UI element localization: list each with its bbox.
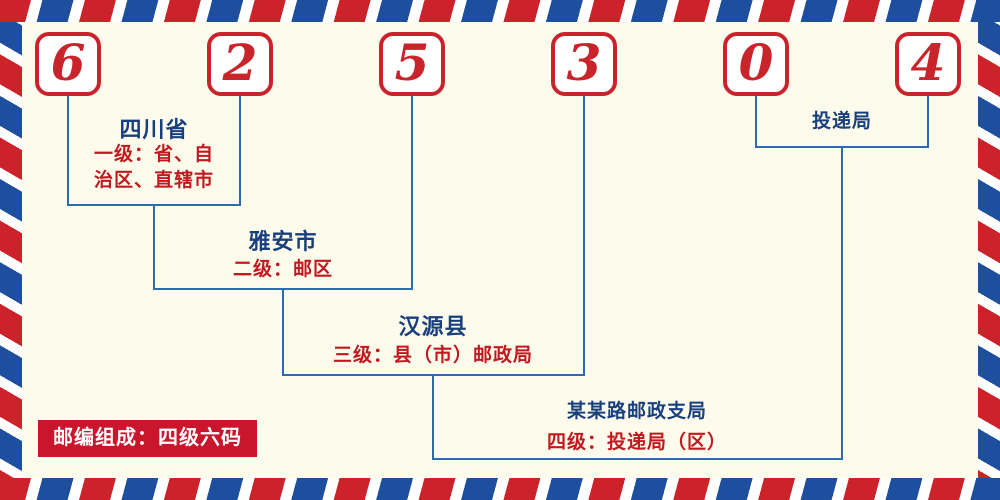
digit-3: 5 — [394, 33, 430, 92]
digit-box-4: 3 — [551, 32, 617, 96]
level3-desc: 三级：县（市）邮政局 — [332, 345, 533, 366]
digit-box-5: 0 — [723, 32, 789, 96]
digit-box-3: 5 — [379, 32, 445, 96]
connector-level4-drop-vertical — [432, 374, 434, 460]
digit-box-2: 2 — [207, 32, 273, 96]
composition-badge: 邮编组成：四级六码 — [38, 420, 257, 457]
level2-place-label: 雅安市 — [248, 229, 318, 254]
connector-level4-horizontal — [432, 458, 843, 460]
digit-box-6: 4 — [895, 32, 961, 96]
level1-place-label: 四川省 — [119, 117, 189, 142]
delivery-office-label: 投递局 — [811, 111, 872, 132]
airmail-border-right — [978, 0, 1000, 500]
connector-level3-right-vertical — [583, 96, 585, 376]
level1-desc-line-1: 一级：省、自 — [93, 144, 214, 165]
connector-level4-right-vertical — [841, 148, 843, 460]
level1-desc-line-2: 治区、直辖市 — [93, 170, 214, 191]
connector-level1-left-vertical — [67, 96, 69, 206]
airmail-border-top — [0, 0, 1000, 22]
connector-level3-drop-vertical — [282, 288, 284, 376]
level4-place-label: 某某路邮政支局 — [566, 401, 707, 422]
connector-delivery-left-vertical — [755, 96, 757, 148]
connector-delivery-right-vertical — [927, 96, 929, 148]
digit-5: 0 — [738, 33, 774, 92]
connector-level2-drop-vertical — [153, 204, 155, 290]
level2-desc: 二级：邮区 — [232, 259, 333, 280]
connector-delivery-horizontal — [755, 146, 929, 148]
connector-level1-right-vertical — [239, 96, 241, 206]
digit-2: 2 — [222, 33, 258, 92]
airmail-border-left — [0, 0, 22, 500]
digit-6: 4 — [910, 33, 946, 92]
digit-4: 3 — [566, 33, 602, 92]
connector-level2-right-vertical — [411, 96, 413, 290]
digit-box-1: 6 — [35, 32, 101, 96]
level4-desc: 四级：投递局（区） — [546, 432, 727, 453]
airmail-border-bottom — [0, 478, 1000, 500]
level3-place-label: 汉源县 — [398, 314, 468, 339]
digit-1: 6 — [50, 33, 86, 92]
level1-desc: 一级：省、自 治区、直辖市 — [64, 142, 244, 194]
